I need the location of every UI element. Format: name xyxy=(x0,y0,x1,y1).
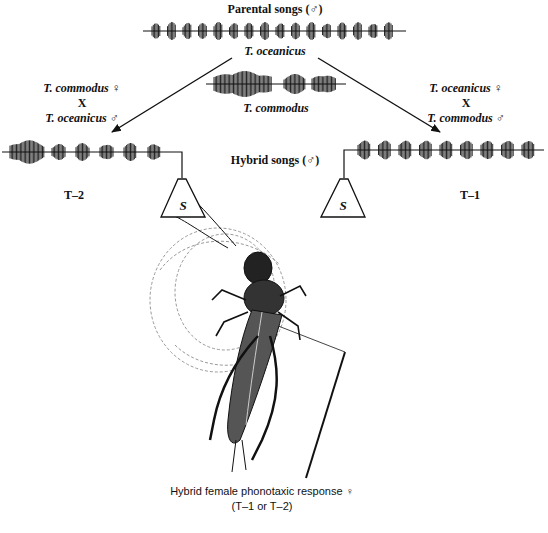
cross-arrow xyxy=(112,58,232,132)
speaker: S xyxy=(160,178,206,218)
species-label: T. oceanicus ♀ xyxy=(429,81,503,96)
speaker-letter: S xyxy=(320,178,366,214)
species-label: T. commodus xyxy=(243,101,309,116)
caption: Hybrid female phonotaxic response ♀ (T–1… xyxy=(162,484,362,514)
hybrid-song-t1 xyxy=(350,141,544,160)
species-label: T–1 xyxy=(460,188,480,203)
tether-wire xyxy=(268,322,345,352)
speaker-letter: S xyxy=(160,178,206,214)
species-label: T–2 xyxy=(64,188,84,203)
species-label: T. oceanicus ♂ xyxy=(45,111,119,126)
species-label: X xyxy=(78,96,87,111)
species-label: Hybrid songs (♂) xyxy=(231,153,319,168)
cricket xyxy=(170,196,306,472)
species-label: X xyxy=(462,96,471,111)
commodus-song xyxy=(206,71,346,97)
speaker: S xyxy=(320,178,366,218)
title: Parental songs (♂) xyxy=(228,2,323,17)
oceanicus-song xyxy=(143,22,406,40)
cross-arrow xyxy=(318,58,440,132)
species-label: T. commodus ♀ xyxy=(43,81,121,96)
speaker-lead xyxy=(176,152,182,178)
support-rod xyxy=(306,352,345,478)
hybrid-song-t2 xyxy=(2,140,176,163)
species-label: T. oceanicus xyxy=(244,44,306,59)
species-label: T. commodus ♂ xyxy=(427,111,505,126)
speaker-lead xyxy=(344,150,350,178)
